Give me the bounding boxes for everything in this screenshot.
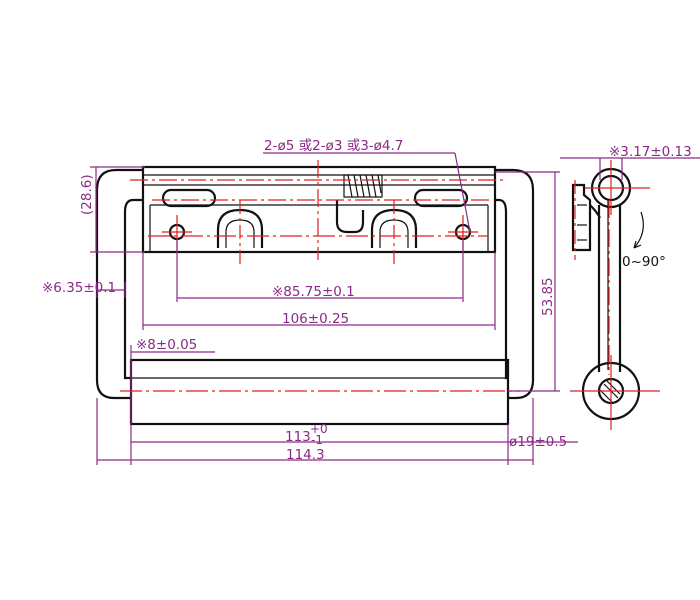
inner-width-tol-upper: +0 [310,422,328,436]
side-bracket [571,183,592,252]
grip-tube [129,358,510,426]
front-dimension-texts: 2-ø5 或2-ø3 或3-ø4.7 (28.6) ※6.35±0.1 ※85.… [42,138,567,463]
front-dimensions [90,152,578,465]
inner-width-label: 113 [285,429,311,445]
side-centerlines [570,160,660,430]
side-view [571,167,644,421]
rotation-arc [633,211,644,249]
front-view [95,165,535,426]
overall-width-label: 114.3 [286,447,325,463]
hole-spacing-label: ※85.75±0.1 [272,284,355,300]
plate-width-label: 106±0.25 [282,311,349,327]
inner-width-tol-lower: -1 [311,433,323,447]
pivot-slot-left [161,188,217,208]
wire-handle-outer-right [495,168,535,400]
center-tab [335,200,365,234]
wire-diameter-label: ※3.17±0.13 [609,144,692,160]
bar-offset-label: ※6.35±0.1 [42,280,116,296]
grip-diameter-label: ø19±0.5 [509,434,567,450]
rotation-range-label: 0~90° [622,254,666,270]
base-plate [141,165,497,254]
pivot-slot-right [413,188,469,208]
height-total-label: (28.6) [79,174,95,215]
front-centerlines [120,160,520,392]
wire-handle-inner-right [495,198,508,380]
grip-inset-label: ※8±0.05 [136,337,197,353]
side-dimension-texts: ※3.17±0.13 0~90° [609,144,692,270]
side-dimensions [560,157,700,180]
spring [343,174,383,198]
handle-height-label: 53.85 [540,277,556,316]
holes-callout: 2-ø5 或2-ø3 或3-ø4.7 [264,138,403,154]
wire-handle-inner [123,198,143,380]
